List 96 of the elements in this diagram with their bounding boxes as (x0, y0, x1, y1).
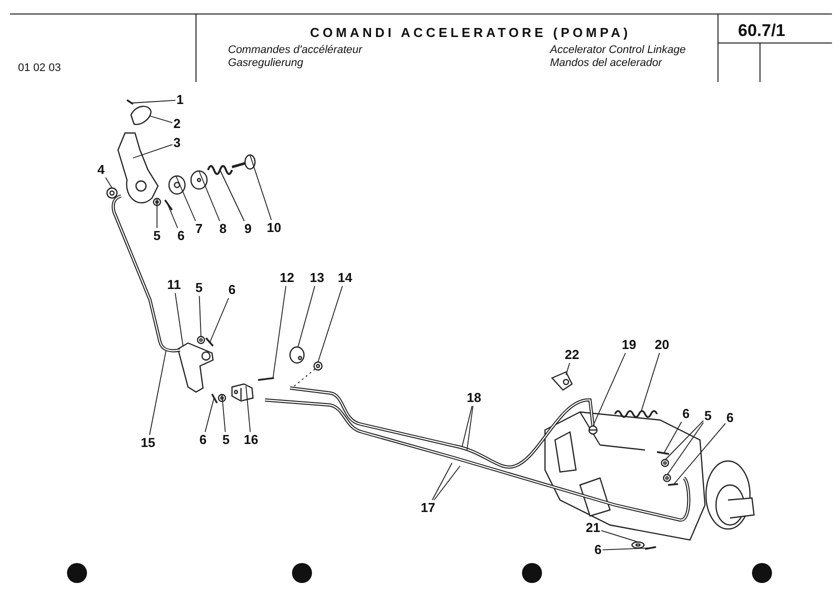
washer (662, 474, 672, 482)
leader-line (666, 422, 704, 476)
washer (660, 458, 670, 468)
subtitle: Commandes d'accélérateur (228, 44, 362, 56)
leader-line (600, 530, 638, 542)
leader-line (132, 100, 176, 104)
washer (218, 394, 226, 402)
lever (117, 132, 159, 204)
leader-line (432, 462, 452, 500)
callout-number: 4 (97, 163, 105, 177)
leader-line (174, 292, 184, 346)
bracket (550, 371, 573, 391)
callout-number: 10 (266, 221, 282, 235)
callout-number: 3 (173, 136, 181, 150)
screw (126, 99, 134, 105)
callout-number: 5 (704, 409, 712, 423)
leader-line (664, 420, 704, 460)
leader-line (566, 362, 570, 376)
rod (290, 386, 595, 469)
callout-number: 2 (173, 117, 181, 131)
subtitle: Mandos del acelerador (550, 57, 662, 69)
callout-number: 9 (244, 222, 252, 236)
callout-number: 12 (280, 271, 294, 285)
dashed-assembly-line (292, 368, 316, 388)
callout-number: 11 (167, 278, 181, 292)
callout-number: 1 (176, 93, 184, 107)
callout-number: 22 (564, 348, 580, 362)
washer (168, 175, 186, 195)
split-pin (656, 451, 670, 455)
title: COMANDI ACCELERATORE (POMPA) (310, 25, 631, 40)
leader-line (156, 198, 158, 228)
callout-number: 7 (195, 222, 203, 236)
subtitle: Accelerator Control Linkage (550, 44, 686, 56)
callout-number: 6 (199, 433, 207, 447)
callout-number: 15 (140, 436, 156, 450)
callout-number: 20 (654, 338, 670, 352)
subtitle: Gasregulierung (228, 57, 304, 69)
cover-cap (130, 106, 152, 125)
lever-plate (177, 342, 214, 393)
bolt (258, 377, 274, 381)
callout-number: 18 (466, 391, 482, 405)
leader-line (250, 154, 272, 220)
washer (631, 541, 645, 549)
nut (106, 187, 118, 199)
callout-number: 19 (622, 338, 636, 352)
bolt (232, 154, 256, 170)
leader-line (168, 204, 178, 228)
callout-number: 8 (219, 222, 227, 236)
leader-line (198, 296, 202, 338)
callout-number: 6 (177, 229, 185, 243)
callout-number: 5 (195, 281, 203, 295)
callout-number: 6 (228, 283, 236, 297)
page-number: 60.7/1 (738, 21, 786, 41)
leader-line (640, 352, 660, 412)
split-pin (205, 337, 214, 347)
leader-line (150, 116, 173, 124)
section-codes: 01 02 03 (18, 62, 61, 74)
washer (190, 170, 208, 190)
split-pin (668, 483, 678, 486)
leader-line (149, 350, 166, 436)
leader-line (466, 406, 474, 450)
split-pin (644, 546, 656, 550)
leader-line (132, 144, 173, 158)
leader-line (204, 398, 214, 432)
leader-line (105, 177, 112, 188)
leader-line (462, 406, 472, 448)
leader-line (246, 386, 251, 432)
leader-line (298, 286, 316, 348)
leader-line (602, 548, 650, 550)
nut (313, 361, 323, 371)
leader-line (198, 170, 220, 222)
cap (289, 346, 305, 364)
callout-number: 5 (222, 433, 230, 447)
callout-number: 5 (153, 229, 161, 243)
coil-spring (207, 165, 233, 175)
leader-line (176, 176, 196, 222)
washer (196, 336, 206, 344)
leader-line (220, 170, 245, 222)
leader-line (210, 298, 230, 342)
callout-number: 6 (594, 543, 602, 557)
fitting (588, 425, 598, 435)
callout-number: 6 (726, 411, 734, 425)
clevis-block (231, 383, 254, 402)
callout-number: 14 (338, 271, 352, 285)
leader-line (272, 286, 286, 378)
leader-line (664, 422, 682, 454)
callout-number: 13 (310, 271, 324, 285)
leader-line (434, 466, 460, 500)
callout-number: 17 (420, 501, 436, 515)
leader-line (318, 286, 343, 362)
callout-number: 6 (682, 407, 690, 421)
leader-line (674, 423, 726, 484)
split-pin (211, 394, 218, 404)
leader-line (222, 394, 226, 432)
callout-number: 21 (586, 521, 600, 535)
callout-number: 16 (244, 433, 258, 447)
